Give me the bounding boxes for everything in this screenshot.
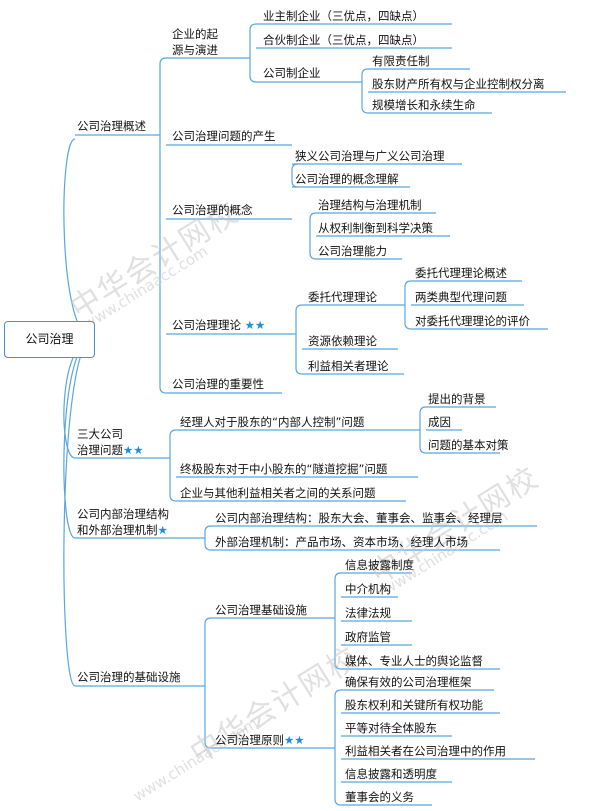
- root-node: 公司治理: [4, 321, 95, 358]
- tunneling-node: 终极股东对于中小股东的“隧道挖掘”问题: [180, 462, 388, 476]
- facilities-child-node: 政府监管: [345, 630, 391, 644]
- facilities-node: 公司治理基础设施: [215, 603, 307, 617]
- understanding-child-node: 公司治理能力: [318, 244, 387, 258]
- governance-concept-node: 公司治理的概念: [172, 203, 253, 217]
- principles-node: 公司治理原则★★: [215, 733, 305, 747]
- star-icon: ★: [157, 523, 168, 537]
- star-icon: ★★: [244, 318, 266, 332]
- infrastructure-node: 公司治理的基础设施: [77, 670, 181, 684]
- theory-bracket: [295, 304, 303, 375]
- structure-label: 和外部治理机制: [77, 523, 158, 537]
- understanding-child-node: 治理结构与治理机制: [318, 198, 422, 212]
- principles-bracket: [334, 689, 342, 806]
- external-mechanism-node: 外部治理机制：产品市场、资本市场、经理人市场: [215, 535, 468, 549]
- insider-control-node: 经理人对于股东的“内部人控制”问题: [180, 415, 365, 429]
- internal-structure-node: 公司内部治理结构：股东大会、董事会、监事会、经理层: [215, 511, 503, 525]
- company-system-node: 公司制企业: [263, 66, 321, 80]
- agency-child-node: 对委托代理理论的评价: [415, 314, 530, 328]
- facilities-child-node: 信息披露制度: [345, 558, 414, 572]
- principle-child-node: 股东权利和关键所有权功能: [345, 698, 483, 712]
- principle-child-node: 信息披露和透明度: [345, 767, 437, 781]
- insider-child-node: 提出的背景: [428, 392, 486, 406]
- governance-problem-node: 公司治理问题的产生: [172, 129, 276, 143]
- concept-understanding-node: 公司治理的概念理解: [295, 172, 399, 186]
- star-icon: ★★: [123, 443, 144, 457]
- structure-bracket: [204, 525, 212, 551]
- insider-bracket: [419, 406, 427, 454]
- insider-child-node: 成因: [428, 415, 451, 429]
- facilities-child-node: 法律法规: [345, 606, 391, 620]
- company-child-node: 规模增长和永续生命: [372, 98, 476, 112]
- governance-theory-node: 公司治理理论 ★★: [172, 318, 265, 332]
- origin-node-line2: 源与演进: [172, 43, 218, 57]
- agency-theory-node: 委托代理理论: [308, 290, 377, 304]
- understanding-bracket: [309, 212, 317, 260]
- facilities-bracket: [334, 572, 342, 670]
- principle-child-node: 确保有效的公司治理框架: [345, 675, 472, 689]
- root-label: 公司治理: [25, 332, 74, 346]
- structure-node-line1: 公司内部治理结构: [77, 507, 169, 521]
- overview-bracket: [159, 57, 167, 394]
- facilities-child-node: 媒体、专业人士的舆论监督: [345, 654, 483, 668]
- infrastructure-bracket: [204, 617, 212, 749]
- stakeholder-relations-node: 企业与其他利益相关者之间的关系问题: [180, 486, 376, 500]
- problems-bracket: [169, 429, 177, 502]
- company-child-node: 股东财产所有权与企业控制权分离: [372, 77, 545, 91]
- three-problems-label: 治理问题: [77, 443, 123, 457]
- company-bracket: [361, 68, 369, 114]
- governance-theory-label: 公司治理理论: [172, 318, 241, 332]
- stakeholder-theory-node: 利益相关者理论: [308, 359, 389, 373]
- facilities-child-node: 中介机构: [345, 582, 391, 596]
- resource-dependence-node: 资源依赖理论: [308, 334, 377, 348]
- origin-node-line1: 企业的起: [172, 27, 218, 41]
- principle-child-node: 董事会的义务: [345, 790, 414, 804]
- star-icon: ★★: [284, 733, 305, 747]
- partnership-node: 合伙制企业（三优点，四缺点）: [263, 33, 424, 47]
- principles-label: 公司治理原则: [215, 733, 284, 747]
- insider-child-node: 问题的基本对策: [428, 438, 509, 452]
- origin-bracket: [249, 23, 257, 83]
- root-connector: [63, 138, 94, 340]
- three-problems-node-line2: 治理问题★★: [77, 443, 144, 457]
- agency-child-node: 两类典型代理问题: [415, 290, 507, 304]
- three-problems-node-line1: 三大公司: [77, 427, 123, 441]
- sole-proprietorship-node: 业主制企业（三优点，四缺点）: [263, 9, 424, 23]
- overview-node: 公司治理概述: [77, 119, 146, 133]
- principle-child-node: 利益相关者在公司治理中的作用: [345, 744, 506, 758]
- governance-importance-node: 公司治理的重要性: [172, 377, 264, 391]
- principle-child-node: 平等对待全体股东: [345, 721, 437, 735]
- agency-child-node: 委托代理理论概述: [415, 266, 507, 280]
- company-child-node: 有限责任制: [372, 54, 430, 68]
- understanding-child-node: 从权利制衡到科学决策: [318, 221, 433, 235]
- structure-node-line2: 和外部治理机制★: [77, 523, 168, 537]
- narrow-broad-node: 狭义公司治理与广义公司治理: [295, 149, 445, 163]
- agency-bracket: [404, 280, 412, 330]
